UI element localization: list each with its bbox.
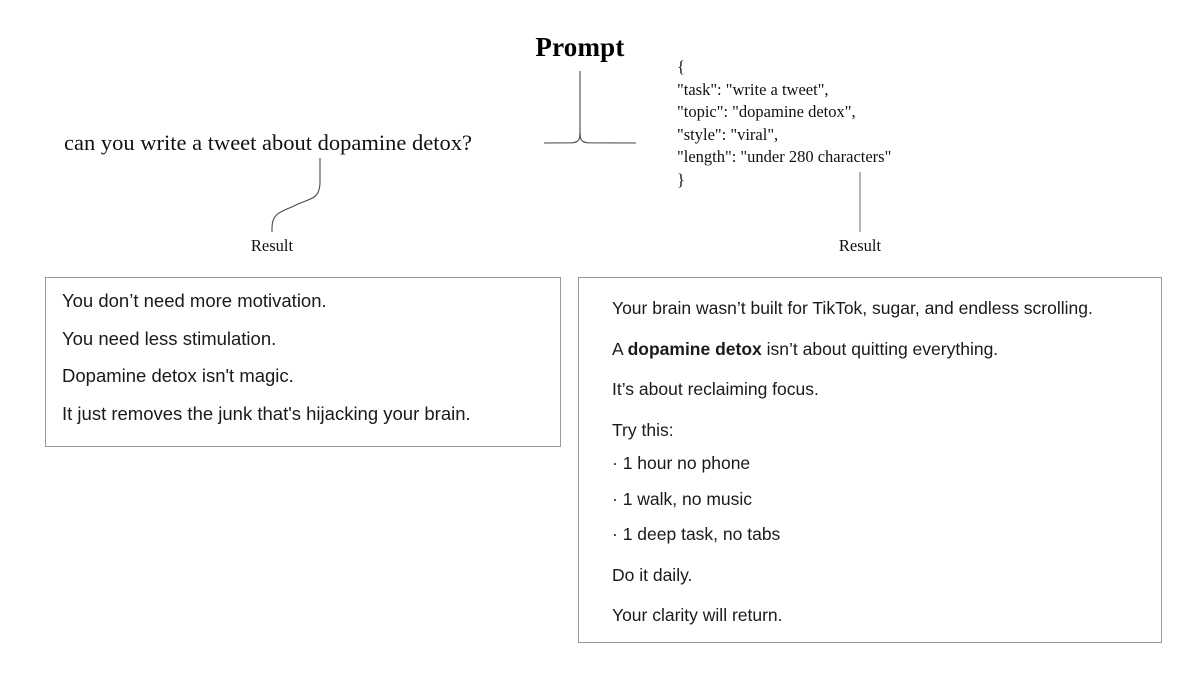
page-title: Prompt	[535, 32, 625, 62]
result-left-line-2: You need less stimulation.	[62, 327, 277, 349]
s-curve-left-result	[271, 158, 321, 232]
structured-json-prompt: { "task": "write a tweet", "topic": "dop…	[677, 57, 892, 189]
natural-language-prompt: can you write a tweet about dopamine det…	[64, 130, 472, 155]
result-left-line-1: You don’t need more motivation.	[62, 290, 327, 311]
brace-left-arm	[543, 129, 581, 144]
result-right-line-2: A dopamine detox isn’t about quitting ev…	[612, 338, 1145, 359]
list-item: · 1 walk, no music	[612, 488, 753, 509]
result-label-left: Result	[250, 236, 294, 255]
list-item: · 1 hour no phone	[612, 453, 751, 473]
result-right-line-5: Do it daily.	[612, 564, 693, 585]
result-right-try-this: Try this:	[612, 419, 674, 440]
result-right-line-3: It’s about reclaiming focus.	[612, 379, 819, 399]
brace-right-arm	[579, 71, 637, 144]
list-item: · 1 deep task, no tabs	[612, 524, 781, 544]
result-right-line-6: Your clarity will return.	[612, 605, 783, 625]
result-left-line-4: It just removes the junk that's hijackin…	[62, 402, 471, 424]
result-right-line-1: Your brain wasn’t built for TikTok, suga…	[612, 298, 1093, 318]
result-left-line-3: Dopamine detox isn't magic.	[62, 365, 294, 386]
result-box-right: Your brain wasn’t built for TikTok, suga…	[578, 277, 1162, 643]
result-right-line-2-prefix: A	[612, 338, 628, 359]
result-box-left: You don’t need more motivation. You need…	[45, 277, 561, 447]
result-label-right: Result	[838, 236, 882, 255]
result-right-line-2-suffix: isn’t about quitting everything.	[761, 338, 999, 359]
result-right-line-2-bold: dopamine detox	[627, 338, 762, 359]
